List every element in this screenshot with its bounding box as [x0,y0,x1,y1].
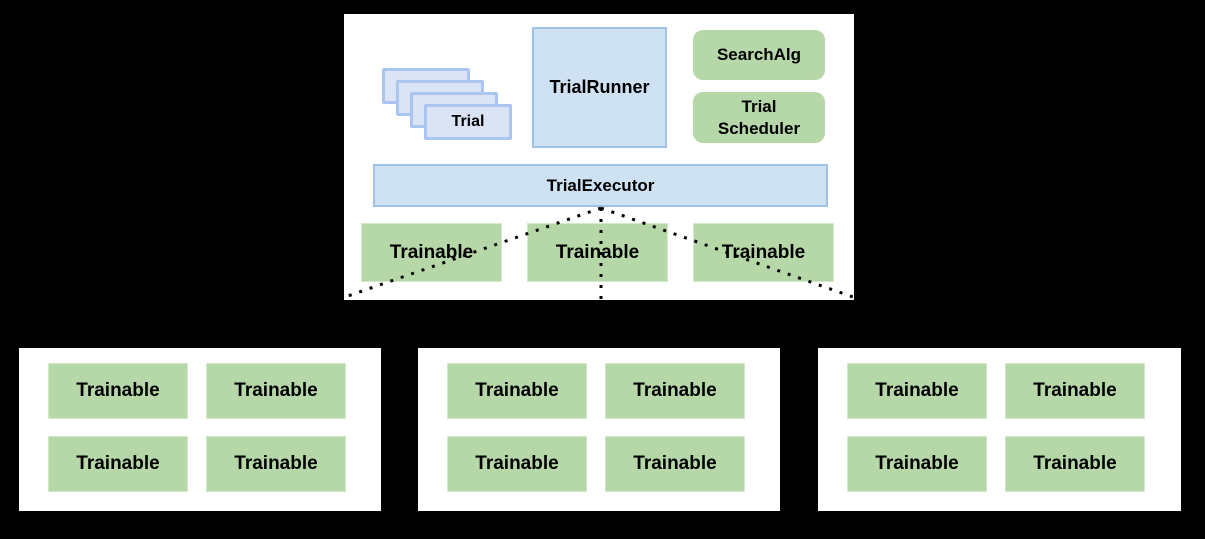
worker-trainable-grid: Trainable Trainable Trainable Trainable [19,348,381,492]
trainable-label: Trainable [555,241,640,263]
trainable-box: Trainable [361,223,502,282]
search-alg-label: SearchAlg [716,45,802,65]
trainable-label: Trainable [234,380,318,401]
trainable-label: Trainable [76,453,160,474]
trainable-label: Trainable [875,453,959,474]
trial-scheduler-label: Trial Scheduler [717,97,801,138]
trainable-box: Trainable [206,436,346,492]
worker-trainable-grid: Trainable Trainable Trainable Trainable [418,348,780,492]
trainable-box: Trainable [48,436,188,492]
trainable-label: Trainable [389,241,474,263]
head-node-box: Trial TrialRunner SearchAlg Trial Schedu… [342,12,856,302]
trainable-box: Trainable [447,436,587,492]
trainable-label: Trainable [1033,453,1117,474]
trainable-label: Trainable [475,380,559,401]
trainable-box: Trainable [206,363,346,419]
trainable-label: Trainable [721,241,806,263]
worker-node-box: Trainable Trainable Trainable Trainable [416,346,782,513]
trainable-box: Trainable [447,363,587,419]
trial-runner-box: TrialRunner [532,27,667,148]
head-node-inner: Trial TrialRunner SearchAlg Trial Schedu… [344,14,854,300]
trial-runner-label: TrialRunner [549,77,650,97]
trainable-box: Trainable [605,363,745,419]
trainable-label: Trainable [875,380,959,401]
worker-node-box: Trainable Trainable Trainable Trainable [17,346,383,513]
trainable-label: Trainable [633,380,717,401]
trainable-label: Trainable [76,380,160,401]
trial-executor-box: TrialExecutor [373,164,828,207]
trainable-box: Trainable [1005,363,1145,419]
trial-executor-label: TrialExecutor [546,175,655,195]
trainable-box: Trainable [847,363,987,419]
trainable-box: Trainable [527,223,668,282]
worker-node-box: Trainable Trainable Trainable Trainable [816,346,1183,513]
trial-card-front: Trial [424,104,512,140]
worker-trainable-grid: Trainable Trainable Trainable Trainable [818,348,1181,492]
trainable-label: Trainable [234,453,318,474]
trial-card-label: Trial [451,113,485,130]
trainable-label: Trainable [475,453,559,474]
trainable-box: Trainable [693,223,834,282]
trainable-box: Trainable [1005,436,1145,492]
trainable-box: Trainable [48,363,188,419]
trainable-box: Trainable [605,436,745,492]
trainable-box: Trainable [847,436,987,492]
trainable-label: Trainable [633,453,717,474]
trainable-label: Trainable [1033,380,1117,401]
trial-scheduler-box: Trial Scheduler [693,92,825,143]
search-alg-box: SearchAlg [693,30,825,80]
